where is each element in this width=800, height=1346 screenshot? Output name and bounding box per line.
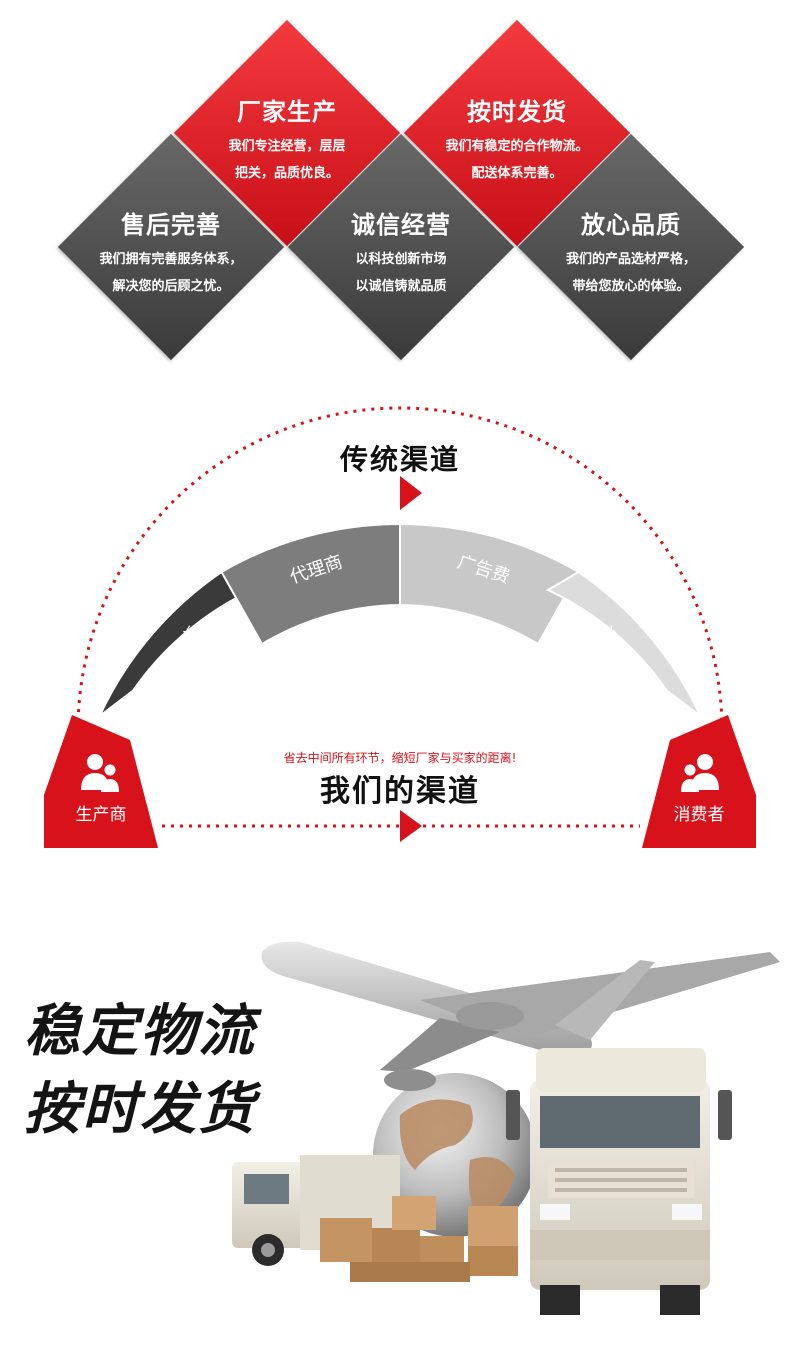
feature-quality: 放心品质 我们的产品选材严格， 带给您放心的体验。 — [521, 205, 741, 300]
producer-people-icon — [81, 754, 119, 792]
producer-label: 生产商 — [75, 805, 127, 825]
consumer-label: 消费者 — [673, 805, 725, 825]
feature-desc-line: 解决您的后顾之忧。 — [112, 279, 230, 294]
feature-title: 放心品质 — [581, 211, 681, 239]
cardboard-boxes-icon — [320, 1196, 518, 1282]
feature-desc-line: 我们有稳定的合作物流。 — [445, 139, 589, 154]
feature-desc-line: 以科技创新市场 — [355, 252, 447, 267]
feature-desc-line: 我们拥有完善服务体系， — [99, 252, 243, 267]
logistics-line-1: 稳定物流 — [24, 998, 256, 1064]
channel-comparison: 总批发商 代理商 广告费 运输成本 传统渠道 省去中间所有环节，缩短厂家与买家的… — [0, 400, 800, 870]
feature-desc-line: 以诚信铸就品质 — [355, 279, 447, 294]
segment-transport — [545, 570, 702, 717]
feature-desc-line: 我们的产品选材严格， — [565, 252, 696, 267]
feature-integrity: 诚信经营 以科技创新市场 以诚信铸就品质 — [291, 205, 511, 300]
segment-agent — [220, 522, 401, 646]
airplane-icon — [261, 941, 780, 1091]
feature-factory: 厂家生产 我们专注经营，层层 把关，品质优良。 — [177, 92, 397, 187]
consumer-people-icon — [681, 754, 719, 792]
logistics-line-2: 按时发货 — [24, 1076, 256, 1142]
logistics-illustration — [232, 941, 780, 1315]
feature-aftersales: 售后完善 我们拥有完善服务体系， 解决您的后顾之忧。 — [61, 205, 281, 300]
truck-icon — [506, 1048, 732, 1315]
logistics-section: 稳定物流 按时发货 — [0, 900, 800, 1346]
segment-advertising — [399, 522, 580, 646]
feature-title: 售后完善 — [121, 211, 221, 239]
traditional-arrow-icon — [400, 476, 422, 510]
feature-shipping: 按时发货 我们有稳定的合作物流。 配送体系完善。 — [407, 92, 627, 187]
traditional-arc — [76, 406, 724, 731]
feature-desc-line: 把关，品质优良。 — [234, 166, 339, 181]
feature-title: 诚信经营 — [351, 211, 451, 239]
feature-title: 厂家生产 — [237, 98, 337, 126]
feature-desc-line: 我们专注经营，层层 — [228, 139, 346, 154]
segment-wholesaler — [98, 560, 254, 717]
our-channel-arrow-icon — [400, 810, 422, 842]
feature-diamonds: 厂家生产 我们专注经营，层层 把关，品质优良。 按时发货 我们有稳定的合作物流。… — [0, 0, 800, 380]
feature-desc-line: 带给您放心的体验。 — [572, 279, 690, 294]
our-channel-title: 我们的渠道 — [320, 774, 480, 809]
feature-title: 按时发货 — [467, 98, 567, 126]
feature-desc-line: 配送体系完善。 — [471, 166, 563, 181]
traditional-channel-title: 传统渠道 — [339, 443, 460, 476]
channel-slogan: 省去中间所有环节，缩短厂家与买家的距离! — [283, 751, 517, 765]
channel-diagram: 总批发商 代理商 广告费 运输成本 — [44, 406, 756, 848]
